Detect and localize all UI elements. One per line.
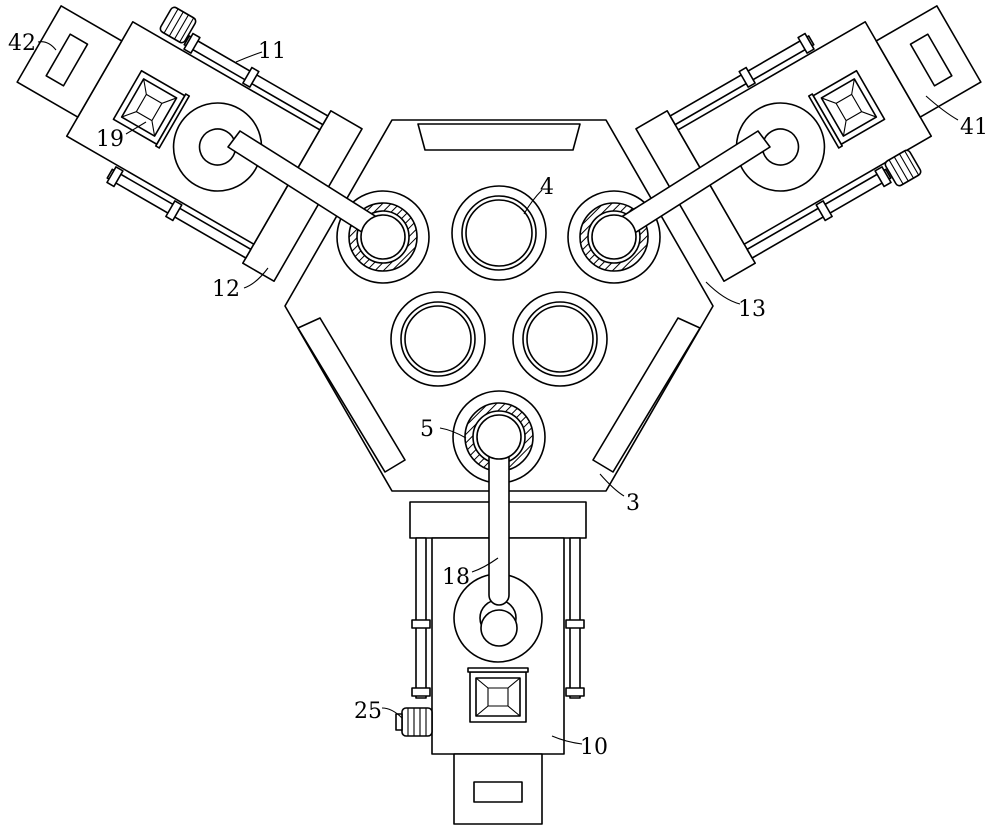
hole-top-center [451,185,547,281]
hole-mid-right [512,291,608,387]
label-5: 5 [420,417,434,442]
label-25: 25 [354,699,382,724]
link-rod-bottom [476,414,522,647]
label-41: 41 [960,115,988,140]
motor-right [884,149,922,187]
label-13: 13 [738,297,766,322]
link-rod-left [227,130,406,260]
motor-bottom [395,707,433,737]
label-11: 11 [258,39,286,64]
hole-mid-left [390,291,486,387]
label-18: 18 [442,565,470,590]
hexagon-slot-left [297,317,406,473]
right-arm-module [635,0,1000,283]
hexagon-slot-top [417,123,581,151]
label-19: 19 [96,127,124,152]
label-12: 12 [212,277,240,302]
label-4: 4 [540,175,554,200]
leader-lines [37,41,959,745]
label-10: 10 [580,735,608,760]
label-42: 42 [8,31,36,56]
motor-top-left [159,6,197,44]
hexagon-slot-right [592,317,701,473]
link-rod-right [591,130,771,260]
label-3: 3 [626,491,640,516]
